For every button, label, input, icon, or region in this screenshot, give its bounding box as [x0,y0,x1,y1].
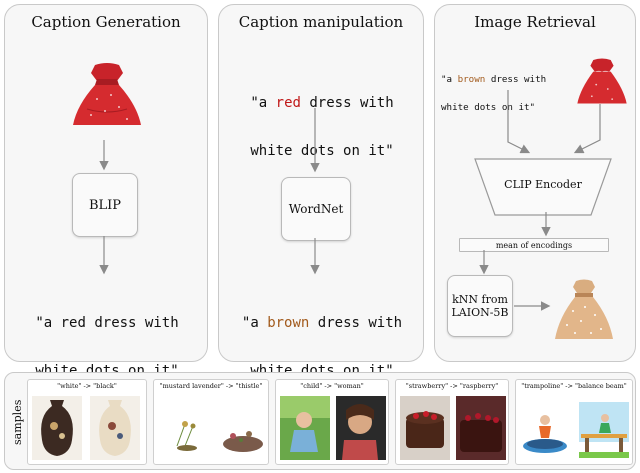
retrieval-caption-line2: white dots on it" [441,102,536,113]
sample-card-5: "trampoline" -> "balance beam" [515,379,633,465]
knn-laion-box: kNN from LAION-5B [447,275,513,337]
trampoline-image [523,402,629,458]
knn-label-line2: LAION-5B [451,306,509,319]
input-caption-line2: white dots on it" [250,143,394,159]
image-retrieval-title: Image Retrieval [474,13,596,31]
output-caption-highlight: brown [267,315,310,331]
retrieval-caption: "a brown dress with white dots on it" [441,59,546,115]
output-caption-suffix: dress with [309,315,403,331]
mean-of-encodings-box: mean of encodings [459,238,609,252]
samples-label: samples [11,399,24,445]
retrieval-caption-suffix: dress with [485,74,547,85]
sample-card-1-title: "white" -> "black" [57,382,117,390]
sample-card-3: "child" -> "woman" [275,379,389,465]
brown-dotted-dress-image [555,279,613,339]
retrieval-caption-prefix: "a [441,74,458,85]
clip-encoder-trapezoid [474,158,612,216]
output-caption-prefix: "a [241,315,268,331]
wordnet-model-box: WordNet [281,177,351,241]
generated-caption-line1: "a red dress with [35,315,179,331]
samples-strip: samples "white" -> "black" "mustard lave… [4,372,636,470]
caption-generation-title: Caption Generation [31,13,181,31]
input-caption: "a red dress with white dots on it" [219,67,425,163]
input-caption-suffix: dress with [300,95,394,111]
sample-card-5-title: "trampoline" -> "balance beam" [521,382,627,390]
flower-image [176,421,263,452]
vase-image [32,396,140,460]
knn-label-line1: kNN from [452,293,508,306]
sample-card-4-title: "strawberry" -> "raspberry" [405,382,499,390]
sample-card-2-title: "mustard lavender" -> "thistle" [159,382,263,390]
input-caption-prefix: "a [250,95,276,111]
caption-generation-panel: Caption Generation BLIP "a red dress wit… [4,4,208,379]
retrieval-caption-highlight: brown [457,74,486,85]
sample-card-3-title: "child" -> "woman" [300,382,364,390]
clip-encoder-label: CLIP Encoder [504,178,582,191]
input-caption-highlight: red [275,95,301,111]
cake-image [400,396,506,460]
sample-card-4: "strawberry" -> "raspberry" [395,379,509,465]
red-dress-image [73,63,141,125]
image-retrieval-panel: Image Retrieval "a brown dress with whit… [434,4,636,362]
sample-card-2: "mustard lavender" -> "thistle" [153,379,269,465]
sample-card-1: "white" -> "black" [27,379,147,465]
caption-manipulation-title: Caption manipulation [238,13,404,31]
blip-model-box: BLIP [72,173,138,237]
small-red-dress-image [577,58,627,104]
child-image [280,396,386,460]
